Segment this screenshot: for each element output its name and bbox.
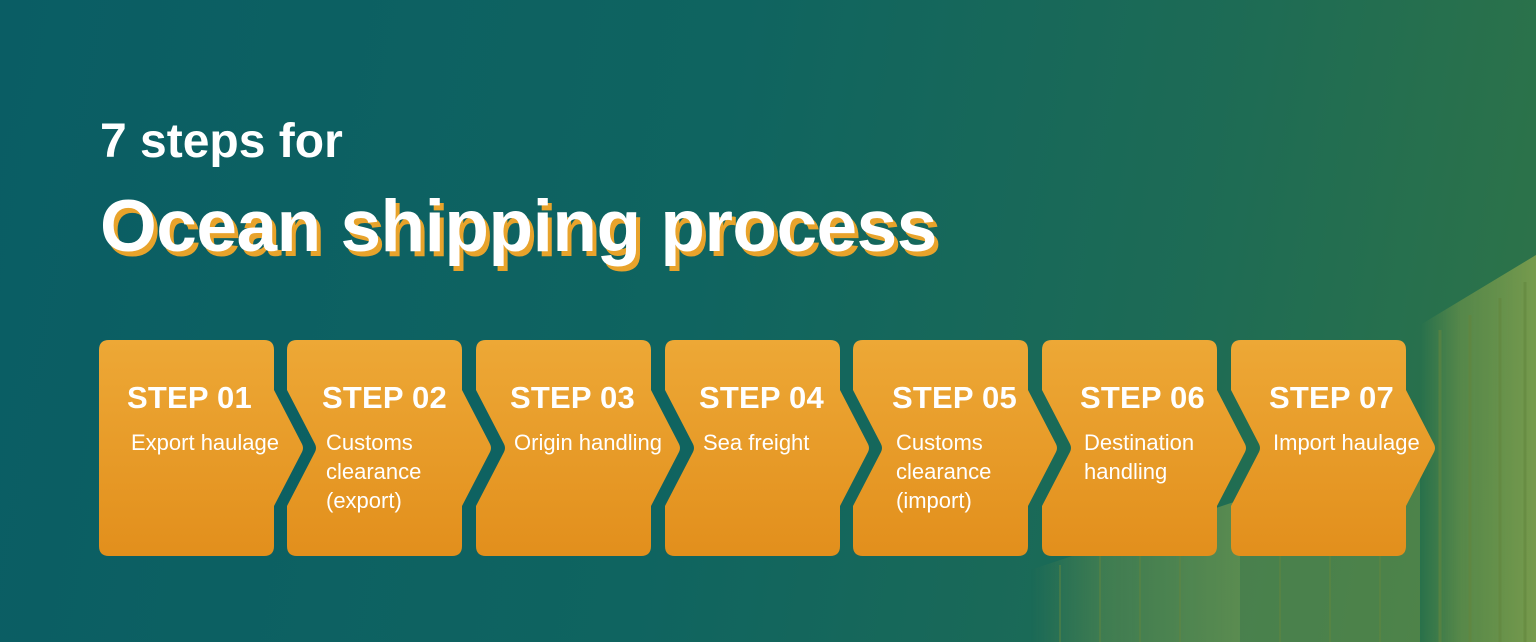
step-card-04: STEP 04 Sea freight <box>665 340 873 556</box>
step-title: STEP 05 <box>892 380 1017 415</box>
step-card-02: STEP 02 Customs clearance (export) <box>287 340 495 556</box>
step-card-07: STEP 07 Import haulage <box>1231 340 1439 556</box>
step-card-03: STEP 03 Origin handling <box>476 340 684 556</box>
step-title: STEP 06 <box>1080 380 1205 415</box>
step-label: Destination handling <box>1084 430 1195 484</box>
step-label: Customs clearance (export) <box>326 430 422 513</box>
step-label: Customs clearance (import) <box>896 430 992 513</box>
step-arrow-shape <box>476 340 680 556</box>
step-label: Origin handling <box>514 430 662 455</box>
step-title: STEP 02 <box>322 380 447 415</box>
heading-line-2: Ocean shipping process <box>100 186 937 267</box>
step-title: STEP 01 <box>127 380 252 415</box>
step-arrow-shape <box>1231 340 1435 556</box>
step-arrow-shape <box>1042 340 1246 556</box>
step-title: STEP 03 <box>510 380 635 415</box>
step-card-05: STEP 05 Customs clearance (import) <box>853 340 1061 556</box>
step-label: Sea freight <box>703 430 810 455</box>
step-title: STEP 07 <box>1269 380 1394 415</box>
step-title: STEP 04 <box>699 380 824 415</box>
step-arrow-shape <box>665 340 869 556</box>
step-label: Import haulage <box>1273 430 1420 455</box>
step-label: Export haulage <box>131 430 279 455</box>
step-arrow-shape <box>853 340 1057 556</box>
step-arrow-shape <box>99 340 303 556</box>
step-card-06: STEP 06 Destination handling <box>1042 340 1250 556</box>
heading-line-1: 7 steps for <box>100 115 343 168</box>
step-arrow-shape <box>287 340 491 556</box>
step-card-01: STEP 01 Export haulage <box>99 340 307 556</box>
